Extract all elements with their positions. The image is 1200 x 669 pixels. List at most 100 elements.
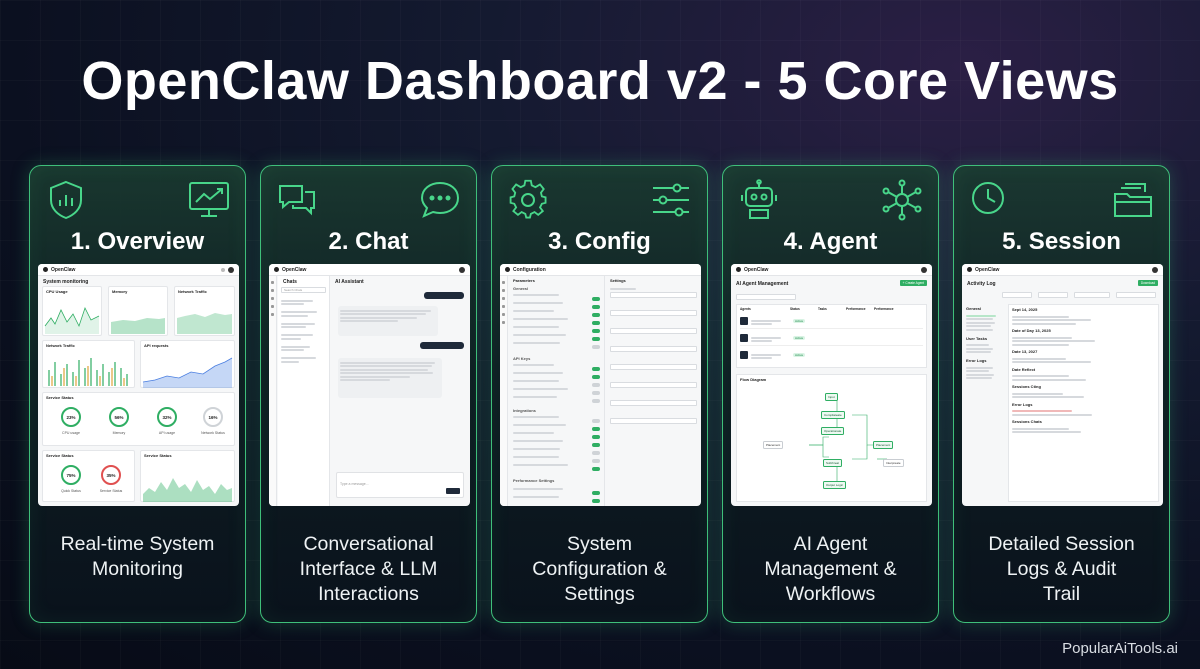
flow-node[interactable]: Subthreat <box>823 459 843 467</box>
card-caption: Detailed Session Logs & Audit Trail <box>988 533 1135 605</box>
filter-select[interactable] <box>1116 292 1156 298</box>
toggle[interactable] <box>592 375 600 379</box>
flow-node[interactable]: Placement <box>763 441 784 449</box>
brand-name: OpenClaw <box>744 266 769 273</box>
flow-node[interactable]: Placement <box>873 441 894 449</box>
card-agent: 4. Agent OpenClaw AI Agent Management + … <box>722 165 939 623</box>
send-button[interactable] <box>446 488 460 494</box>
card-heading: 5. Session <box>1002 228 1121 255</box>
toggle[interactable] <box>592 443 600 447</box>
setting-field[interactable] <box>610 292 697 298</box>
table-row[interactable]: Active <box>740 315 923 329</box>
flow-connectors <box>809 401 887 481</box>
chat-dots-icon <box>420 181 460 218</box>
user-message <box>424 292 464 299</box>
toggle[interactable] <box>592 435 600 439</box>
setting-field[interactable] <box>610 382 697 388</box>
settings-panel: Settings <box>606 276 701 506</box>
flow-diagram: Flow Diagram Input Compilateate Operatio… <box>736 374 927 502</box>
card-heading: 2. Chat <box>328 228 409 255</box>
agent-screenshot: OpenClaw AI Agent Management + Create Ag… <box>731 264 932 506</box>
chat-pane: AI Assistant Type a message... <box>330 276 470 506</box>
toggle[interactable] <box>592 337 600 341</box>
card-overview: 1. Overview OpenClaw System monitoring C… <box>29 165 246 623</box>
toggle[interactable] <box>592 313 600 317</box>
toggle[interactable] <box>592 459 600 463</box>
brand-name: OpenClaw <box>51 266 76 273</box>
gauge-api: 32% <box>157 407 177 427</box>
agent-search-input[interactable] <box>736 294 796 300</box>
logo-icon <box>43 267 48 272</box>
table-row[interactable]: Active <box>740 349 923 363</box>
message-input[interactable]: Type a message... <box>340 482 369 486</box>
overview-screenshot: OpenClaw System monitoring CPU Usage Mem… <box>38 264 239 506</box>
toggle[interactable] <box>592 305 600 309</box>
search-chats-input[interactable]: Search Chats <box>281 287 326 293</box>
network-chart <box>177 313 232 334</box>
filter-select[interactable] <box>1038 292 1068 298</box>
setting-field[interactable] <box>610 310 697 316</box>
agents-table: Agents Status Tasks Performance Performa… <box>736 304 927 368</box>
flow-node[interactable]: Operationate <box>821 427 845 435</box>
parameters-panel: Parameters General API Keys Integrations <box>509 276 605 506</box>
toggle[interactable] <box>592 451 600 455</box>
setting-field[interactable] <box>610 418 697 424</box>
toggle[interactable] <box>592 499 600 503</box>
brand-name: OpenClaw <box>975 266 1000 273</box>
panel-api-requests: API requests <box>140 340 235 388</box>
toggle[interactable] <box>592 297 600 301</box>
download-button[interactable]: Download <box>1137 280 1158 286</box>
toggle[interactable] <box>592 427 600 431</box>
card-caption: Conversational Interface & LLM Interacti… <box>299 533 438 605</box>
card-heading: 4. Agent <box>783 228 878 255</box>
toggle[interactable] <box>592 329 600 333</box>
brand-name: OpenClaw <box>282 266 307 273</box>
setting-field[interactable] <box>610 346 697 352</box>
setting-field[interactable] <box>610 400 697 406</box>
create-agent-button[interactable]: + Create Agent <box>899 280 927 286</box>
chat-list-title: Chats <box>283 279 297 285</box>
filter-select[interactable] <box>1074 292 1110 298</box>
section-title: System monitoring <box>43 279 89 285</box>
flow-node[interactable]: Compilateate <box>821 411 845 419</box>
avatar[interactable] <box>921 266 927 273</box>
setting-field[interactable] <box>610 364 697 370</box>
flow-node[interactable]: Interpreate <box>883 459 904 467</box>
setting-field[interactable] <box>610 328 697 334</box>
folder-files-icon <box>1114 183 1152 217</box>
toggle[interactable] <box>592 391 600 395</box>
card-caption: AI Agent Management & Workflows <box>764 533 897 605</box>
toggle[interactable] <box>592 367 600 371</box>
config-screenshot: Configuration Parameters General API Key… <box>500 264 701 506</box>
avatar[interactable] <box>228 266 234 273</box>
logo-icon <box>736 267 741 272</box>
toggle[interactable] <box>592 399 600 403</box>
gauge-service: 35% <box>101 465 121 485</box>
avatar[interactable] <box>459 266 465 273</box>
chat-title: AI Assistant <box>335 279 364 285</box>
logo-icon <box>274 267 279 272</box>
filter-select[interactable] <box>1002 292 1032 298</box>
assistant-message <box>338 306 438 336</box>
toggle[interactable] <box>592 419 600 423</box>
gauge-quick: 75% <box>61 465 81 485</box>
table-row[interactable]: Active <box>740 332 923 346</box>
avatar[interactable] <box>1152 266 1158 273</box>
gauge-memory: 56% <box>109 407 129 427</box>
panel-service-status-2: Service Status 75% Quick Status 35% Serv… <box>42 450 135 502</box>
toggle[interactable] <box>592 345 600 349</box>
flow-node[interactable]: Input <box>825 393 838 401</box>
card-chat: 2. Chat OpenClaw Chats Search Chats <box>260 165 477 623</box>
flow-node[interactable]: Output Logic <box>823 481 847 489</box>
activity-log-title: Activity Log <box>967 281 996 287</box>
toggle[interactable] <box>592 491 600 495</box>
chat-screenshot: OpenClaw Chats Search Chats <box>269 264 470 506</box>
panel-service-status-3: Service Status <box>140 450 235 502</box>
toggle[interactable] <box>592 467 600 471</box>
network-hub-icon <box>882 179 922 221</box>
bell-icon[interactable] <box>221 267 225 272</box>
assistant-message <box>338 358 442 398</box>
toggle[interactable] <box>592 321 600 325</box>
toggle[interactable] <box>592 383 600 387</box>
panel-cpu: CPU Usage <box>42 286 102 336</box>
